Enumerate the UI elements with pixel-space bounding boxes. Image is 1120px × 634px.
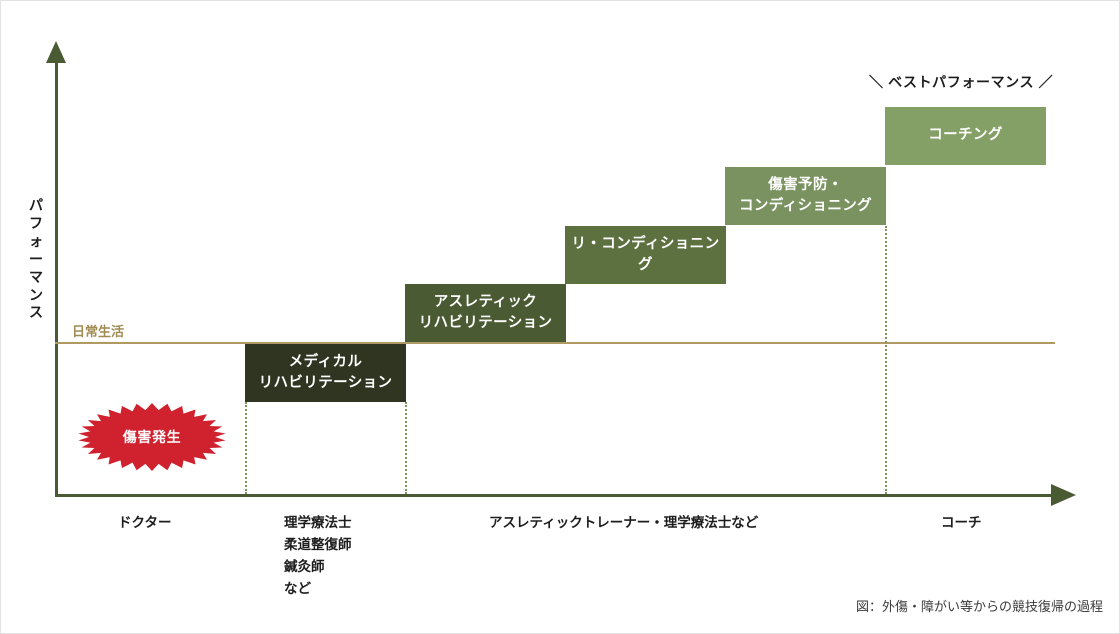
y-axis-title: パフォーマンス xyxy=(29,197,43,321)
figure-caption: 図：外傷・障がい等からの競技復帰の過程 xyxy=(855,599,1103,614)
x-axis-label: コーチ xyxy=(941,515,982,530)
daily-life-baseline xyxy=(55,342,1055,344)
x-axis-label: 理学療法士 柔道整復師 鍼灸師 など xyxy=(284,515,352,596)
column-divider xyxy=(885,226,887,494)
column-divider xyxy=(405,402,407,494)
step-box-label: コーチング xyxy=(928,127,1003,144)
x-axis-arrow-icon xyxy=(1051,484,1076,506)
step-box-label: リ・コンディショニング xyxy=(571,235,720,273)
x-axis-line xyxy=(55,494,1055,497)
injury-burst-label: 傷害発生 xyxy=(122,429,182,445)
best-performance-annotation: ＼ ベストパフォーマンス ／ xyxy=(869,74,1054,90)
y-axis-line xyxy=(55,61,58,497)
step-box: メディカル リハビリテーション xyxy=(245,344,406,402)
column-divider xyxy=(245,402,247,494)
step-box: 傷害予防・ コンディショニング xyxy=(725,167,886,225)
y-axis-arrow-icon xyxy=(46,41,66,63)
step-box-label: メディカル リハビリテーション xyxy=(258,353,393,391)
x-axis-label: ドクター xyxy=(118,515,172,530)
step-box-label: アスレティック リハビリテーション xyxy=(418,293,553,331)
step-box: リ・コンディショニング xyxy=(565,226,726,284)
burst-icon xyxy=(78,403,226,471)
daily-life-label: 日常生活 xyxy=(72,324,125,339)
step-box-label: 傷害予防・ コンディショニング xyxy=(738,176,873,214)
x-axis-label: アスレティックトレーナー・理学療法士など xyxy=(489,515,759,530)
injury-burst-shape: 傷害発生 xyxy=(77,402,227,472)
step-box: アスレティック リハビリテーション xyxy=(405,284,566,342)
step-box: コーチング xyxy=(885,107,1046,165)
